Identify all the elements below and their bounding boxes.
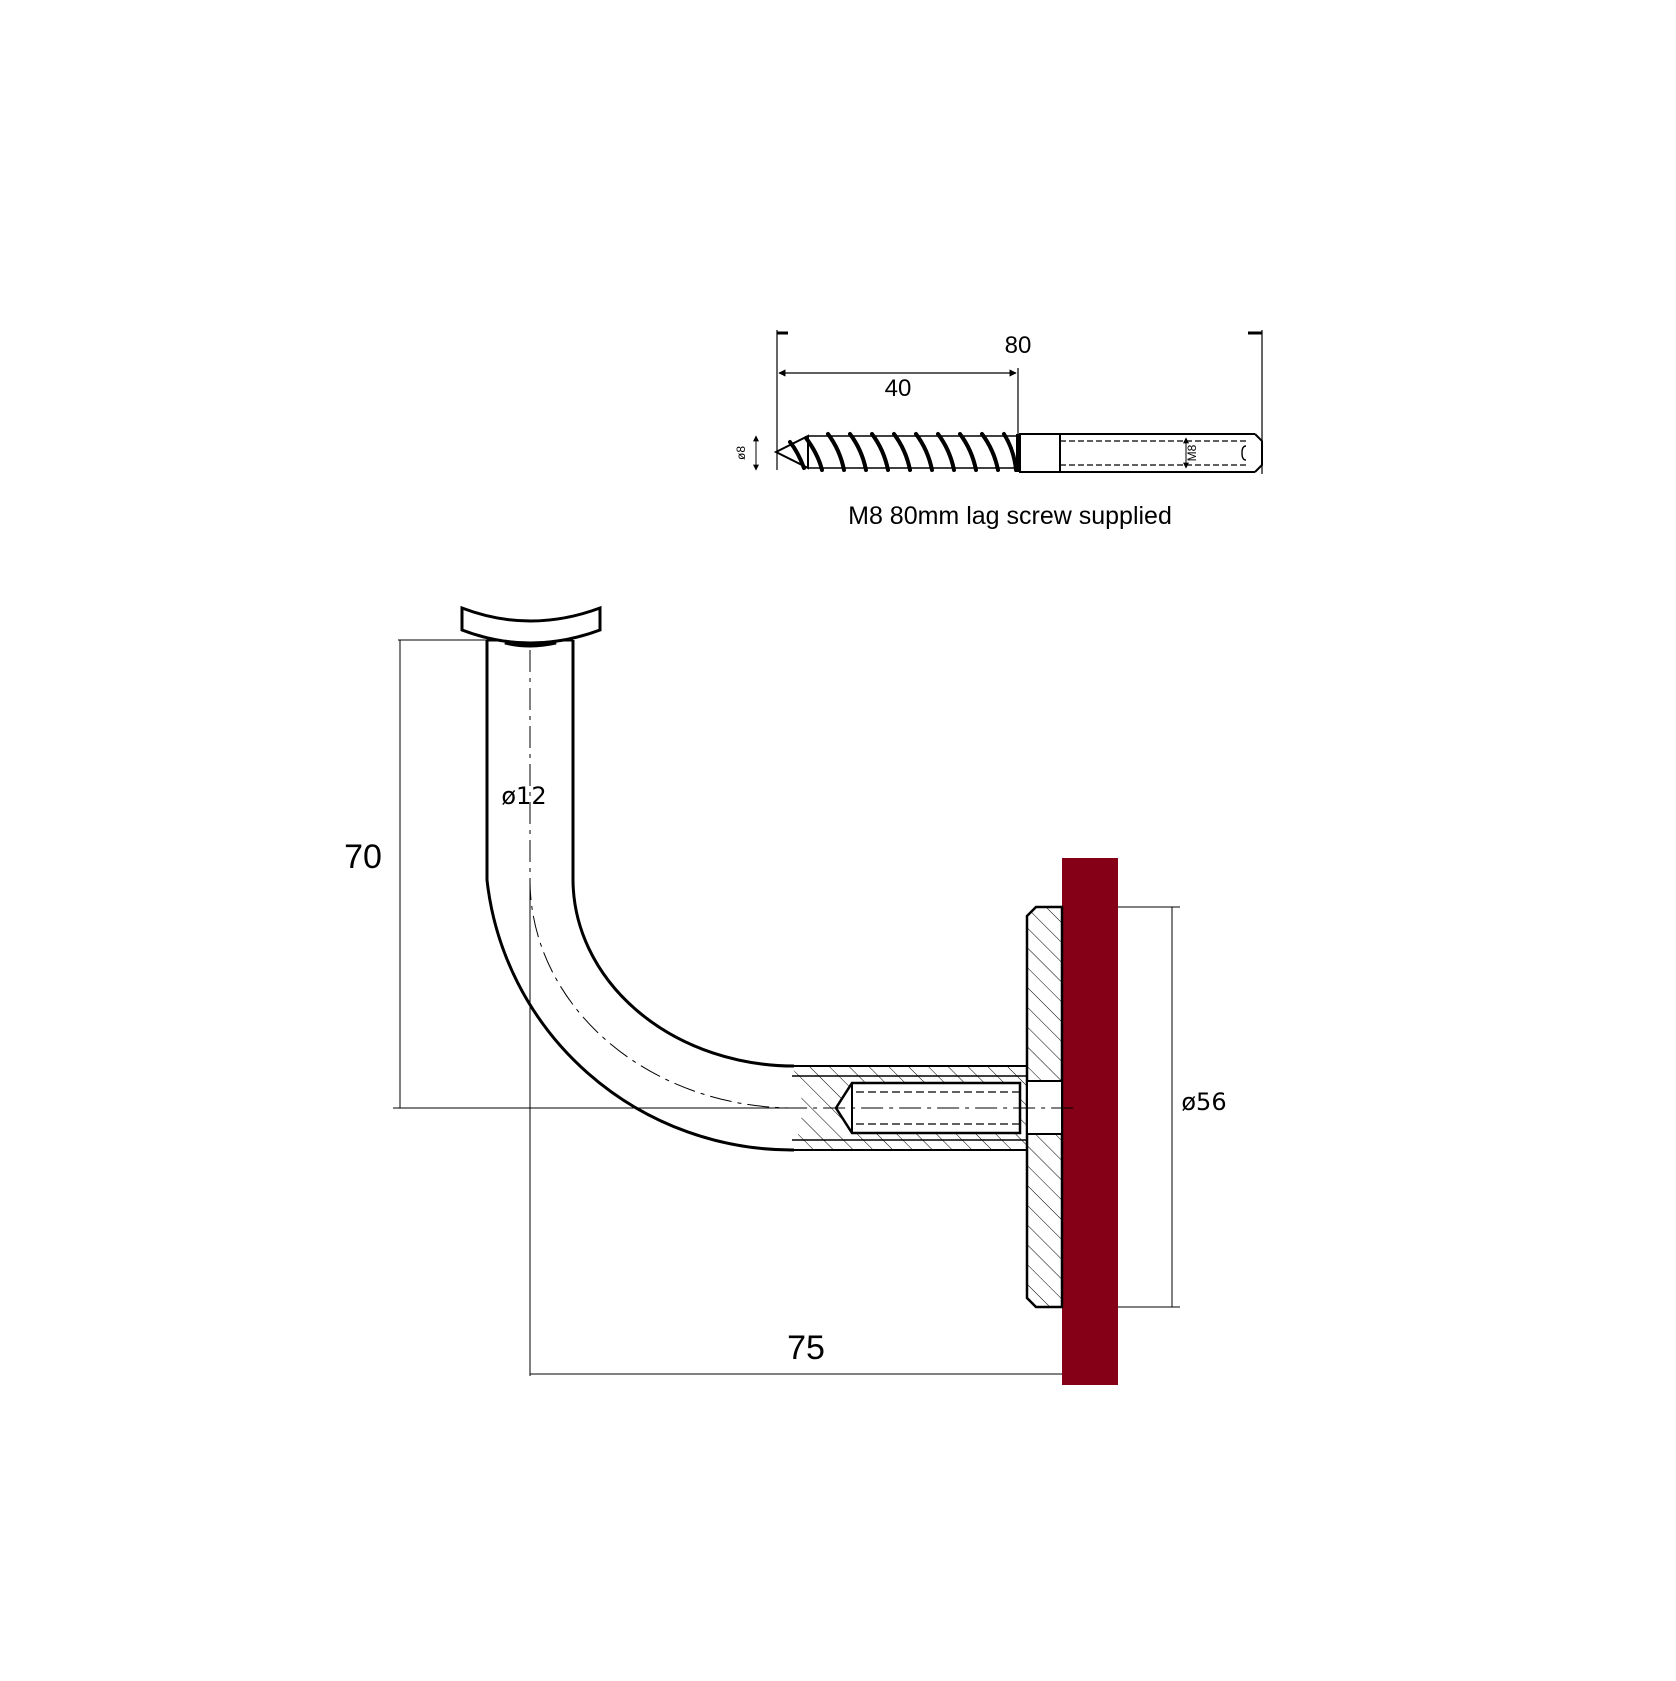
dim-70-label: 70 bbox=[344, 838, 382, 876]
dim-metric-thread-label: M8 bbox=[1185, 444, 1199, 461]
handrail-bracket: 70 75 ø56 ø12 bbox=[344, 605, 1227, 1385]
saddle bbox=[460, 605, 602, 645]
screw-threads bbox=[788, 432, 1018, 472]
dim-40-label: 40 bbox=[885, 375, 912, 402]
dim-wood-thread-label: ø8 bbox=[734, 446, 748, 460]
screw-caption: M8 80mm lag screw supplied bbox=[848, 502, 1172, 530]
dim-75-label: 75 bbox=[787, 1329, 825, 1367]
dim-80-label: 80 bbox=[1005, 332, 1032, 359]
dim-pipe-diameter-label: ø12 bbox=[501, 782, 546, 810]
dim-plate-diameter-label: ø56 bbox=[1181, 1088, 1226, 1116]
lag-screw: 80 40 ø8 M8 M8 80mm lag screw supplied bbox=[734, 330, 1263, 530]
wall bbox=[1062, 858, 1118, 1385]
